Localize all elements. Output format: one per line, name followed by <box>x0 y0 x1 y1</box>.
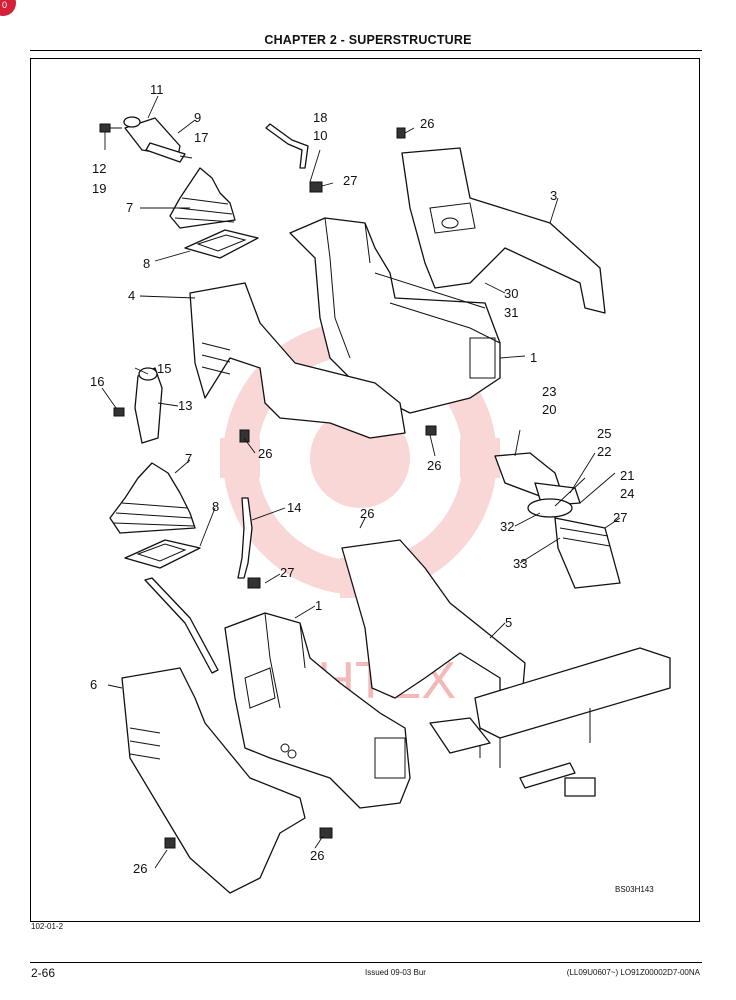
bolt-26-right <box>425 425 437 436</box>
callout-32: 32 <box>500 519 514 534</box>
callout-5: 5 <box>505 615 512 630</box>
console-frame-upper <box>289 217 501 414</box>
lever-knob-upper <box>123 116 193 163</box>
callout-12: 12 <box>92 161 106 176</box>
callout-17: 17 <box>194 130 208 145</box>
callout-8-upper: 8 <box>143 256 150 271</box>
header-rule <box>30 50 702 51</box>
side-cover-right <box>401 147 606 314</box>
callout-8-middle: 8 <box>212 499 219 514</box>
long-lever-lower <box>144 577 219 674</box>
figure-reference: 102-01-2 <box>31 922 64 931</box>
lever-rod-upper <box>265 123 323 193</box>
console-frame-lower <box>224 612 411 809</box>
callout-16: 16 <box>90 374 104 389</box>
callout-26-top: 26 <box>420 116 434 131</box>
rubber-boot-upper <box>169 167 236 229</box>
bolt-16 <box>113 407 125 417</box>
callout-20: 20 <box>542 402 556 417</box>
callout-26-lower-left: 26 <box>133 861 147 876</box>
callout-1-lower: 1 <box>315 598 322 613</box>
callout-24: 24 <box>620 486 634 501</box>
rubber-boot-middle <box>109 462 196 534</box>
figure-frame <box>30 58 700 922</box>
callout-25: 25 <box>597 426 611 441</box>
callout-18: 18 <box>313 110 327 125</box>
callout-11: 11 <box>150 82 164 97</box>
chapter-title: CHAPTER 2 - SUPERSTRUCTURE <box>264 33 472 47</box>
footer-rule <box>30 962 702 963</box>
callout-31: 31 <box>504 305 518 320</box>
callout-27-middle: 27 <box>280 565 294 580</box>
corner-mark: 0 <box>0 0 16 16</box>
callout-33: 33 <box>513 556 527 571</box>
document-code: (LL09U0607~) LO91Z00002D7-00NA <box>566 968 700 977</box>
callout-1-upper: 1 <box>530 350 537 365</box>
callout-30: 30 <box>504 286 518 301</box>
bolt-26-lower-left <box>164 837 176 849</box>
bolt-26-mid <box>239 429 250 443</box>
callout-26-mid: 26 <box>258 446 272 461</box>
lever-knob-middle <box>134 367 163 444</box>
figure-code: BS03H143 <box>615 885 654 894</box>
callout-15: 15 <box>157 361 171 376</box>
callout-27-right: 27 <box>613 510 627 525</box>
callout-19: 19 <box>92 181 106 196</box>
callout-10: 10 <box>313 128 327 143</box>
callout-4: 4 <box>128 288 135 303</box>
linkage-frame-lower <box>429 647 671 797</box>
callout-9: 9 <box>194 110 201 125</box>
callout-27-top: 27 <box>343 173 357 188</box>
callout-23: 23 <box>542 384 556 399</box>
callout-7-upper: 7 <box>126 200 133 215</box>
bolt-26-lower-right <box>319 827 333 839</box>
callout-13: 13 <box>178 398 192 413</box>
callout-labels: 11 9 17 12 19 18 10 26 27 3 7 8 4 30 31 … <box>90 82 654 894</box>
callout-6: 6 <box>90 677 97 692</box>
lever-rod-middle <box>237 497 261 589</box>
pedal-lever-assembly <box>494 452 621 589</box>
callout-26-center: 26 <box>360 506 374 521</box>
callout-21: 21 <box>620 468 634 483</box>
bolt-12 <box>99 123 122 133</box>
side-cover-left-upper <box>189 282 406 439</box>
callout-22: 22 <box>597 444 611 459</box>
callout-7-middle: 7 <box>185 451 192 466</box>
callout-14: 14 <box>287 500 301 515</box>
callout-26-right: 26 <box>427 458 441 473</box>
gate-plate-upper <box>184 229 259 259</box>
gate-plate-middle <box>124 539 201 569</box>
issued-date: Issued 09-03 Bur <box>365 968 426 977</box>
page-number: 2-66 <box>31 966 56 980</box>
leader-lines <box>101 95 621 869</box>
callout-3: 3 <box>550 188 557 203</box>
side-cover-left-lower <box>121 667 306 894</box>
exploded-parts-diagram: ИНТЕХ <box>90 82 671 894</box>
bolt-26-upper <box>396 127 406 139</box>
callout-26-lower-right: 26 <box>310 848 324 863</box>
